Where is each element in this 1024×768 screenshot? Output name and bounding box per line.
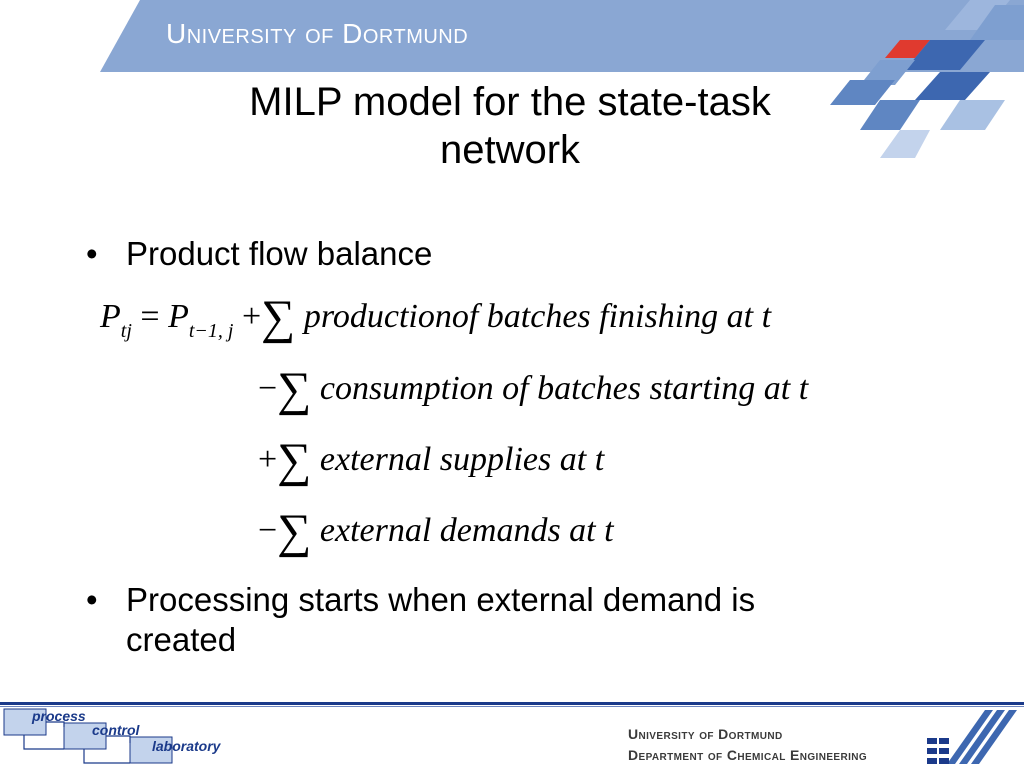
eq-lhs-subscript: tj (120, 320, 132, 342)
eq-sign: − (258, 370, 278, 407)
slide-title: MILP model for the state-task network (190, 78, 830, 174)
footer-divider-thin (0, 706, 1024, 707)
equation-line-3: +∑ external supplies at t (258, 433, 604, 488)
eq-sign: + (258, 441, 278, 478)
university-title: University of Dortmund (166, 18, 469, 49)
bullet-text-line-1: Processing starts when external demand i… (126, 581, 756, 618)
sum-icon: ∑ (277, 505, 312, 558)
eq-equals: = (140, 298, 160, 335)
header-banner (100, 0, 1024, 72)
eq-term: consumption of batches starting at t (319, 370, 809, 407)
eq-prev-subscript: t−1, j (188, 320, 234, 342)
eq-sign: − (258, 512, 278, 549)
eq-prev: P (168, 298, 189, 335)
eq-term: external demands at t (319, 512, 614, 549)
process-control-lab-logo: process control laboratory (3, 708, 222, 764)
equation-line-2: −∑ consumption of batches starting at t (258, 362, 808, 417)
bullet-text-line-2: created (126, 621, 237, 658)
slide-title-line-2: network (439, 128, 581, 172)
lab-word-laboratory: laboratory (152, 738, 222, 754)
eq-term: external supplies at t (319, 441, 605, 478)
lab-word-process: process (31, 708, 86, 724)
bullet-marker: • (86, 235, 98, 272)
footer-divider (0, 702, 1024, 705)
eq-term: productionof batches finishing at t (303, 298, 772, 335)
bullet-text: Product flow balance (126, 235, 433, 272)
footer-department: Department of Chemical Engineering (628, 747, 868, 763)
equation-line-4: −∑ external demands at t (258, 504, 614, 559)
equation-line-1: Ptj = Pt−1, j +∑ productionof batches fi… (100, 290, 771, 345)
bullet-marker: • (86, 581, 98, 618)
sum-icon: ∑ (277, 363, 312, 416)
sum-icon: ∑ (277, 434, 312, 487)
sum-icon: ∑ (261, 291, 296, 344)
footer-university: University of Dortmund (628, 726, 783, 742)
university-logo-icon (830, 0, 1024, 158)
lab-word-control: control (92, 722, 141, 738)
slide-title-line-1: MILP model for the state-task (249, 80, 771, 124)
eq-sign: + (241, 298, 262, 335)
university-footer-logo-icon (927, 710, 1017, 764)
eq-lhs: P (100, 298, 121, 335)
